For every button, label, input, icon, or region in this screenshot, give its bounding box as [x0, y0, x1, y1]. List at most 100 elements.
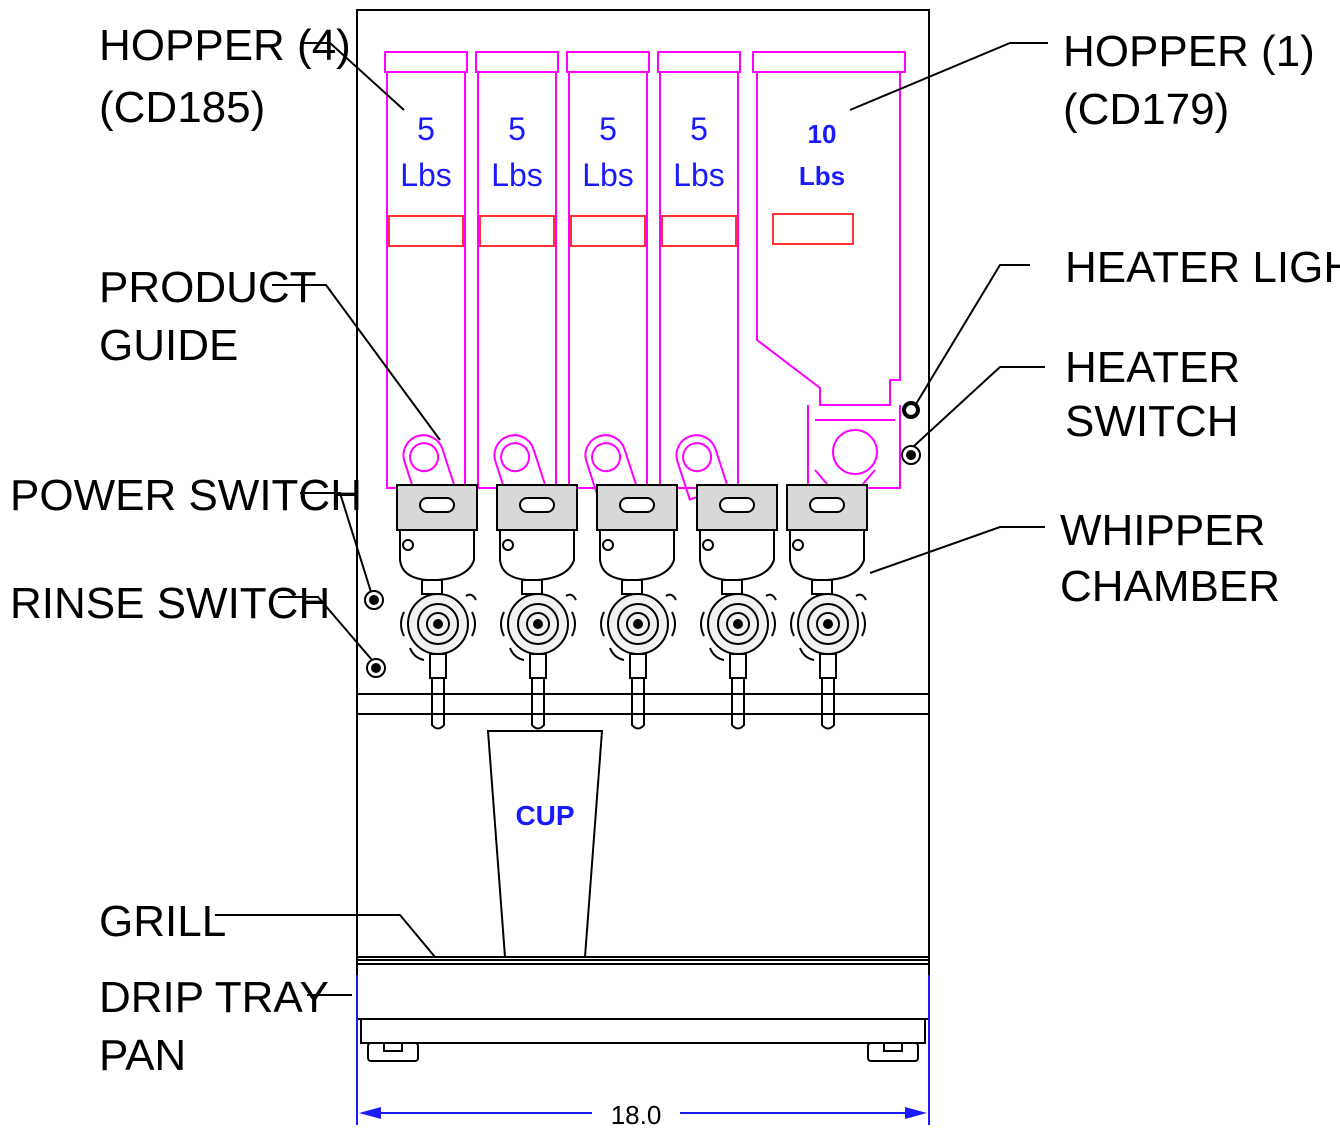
dispense-spout — [731, 678, 745, 730]
product-guide-hole — [682, 442, 713, 473]
mounting-clips — [600, 593, 677, 661]
chamber-neck — [621, 579, 643, 595]
dispense-spout — [531, 678, 545, 730]
product-guide[interactable] — [580, 430, 639, 501]
whipper-assembly-1 — [396, 484, 478, 730]
whipper-hub — [626, 612, 650, 636]
cup-label: CUP — [515, 800, 574, 831]
hopper-capacity: 10 — [808, 119, 837, 149]
hopper-capacity: 5 — [690, 111, 708, 147]
bowl-slot — [719, 497, 755, 513]
hopper-unit: Lbs — [582, 157, 634, 193]
whipper-assembly-3 — [596, 484, 678, 730]
leader-heater-light — [915, 264, 1030, 405]
dimension-18 — [356, 975, 930, 1125]
whipper-center — [823, 619, 833, 629]
chamber-neck — [521, 579, 543, 595]
product-guide-body — [493, 434, 548, 501]
label-hopper4-line2: (CD185) — [99, 83, 265, 132]
whipper-center — [733, 619, 743, 629]
whipper-chamber — [599, 529, 675, 581]
hopper-capacity: 5 — [599, 111, 617, 147]
whipper-assembly-5 — [786, 484, 868, 730]
leader-hopper4 — [300, 42, 405, 111]
drip-tray — [356, 956, 930, 1062]
heater-switch[interactable] — [901, 445, 921, 465]
spout-upper — [819, 653, 837, 679]
label-heater-switch-line1: HEATER — [1065, 343, 1240, 392]
hopper-window — [388, 215, 464, 247]
label-product-guide-line1: PRODUCT — [99, 263, 317, 312]
cabinet-lower — [356, 693, 930, 965]
whipper-center — [433, 619, 443, 629]
whipper-hub — [526, 612, 550, 636]
dispense-spout — [631, 678, 645, 730]
leader-whipper-chamber — [869, 526, 1045, 574]
chamber-port — [502, 539, 514, 551]
drip-tray-pan — [356, 956, 930, 1020]
leader-heater-switch — [913, 366, 1045, 447]
product-guide[interactable] — [671, 430, 730, 501]
dispense-spout — [821, 678, 835, 730]
leader-hopper1 — [849, 42, 1048, 111]
whipper-chamber — [789, 529, 865, 581]
whipper-center — [633, 619, 643, 629]
whipper-hub — [726, 612, 750, 636]
label-hopper4-line1: HOPPER (4) — [99, 21, 351, 70]
label-hopper1-line2: (CD179) — [1063, 85, 1229, 134]
label-whipper-chamber-line1: WHIPPER — [1060, 506, 1265, 555]
hopper-unit: Lbs — [799, 161, 845, 191]
label-grill: GRILL — [99, 897, 226, 946]
spout-upper — [529, 653, 547, 679]
label-product-guide-line2: GUIDE — [99, 321, 238, 370]
hopper-unit: Lbs — [673, 157, 725, 193]
hopper-body — [756, 72, 901, 406]
hopper-lid — [566, 51, 650, 73]
chamber-port — [602, 539, 614, 551]
product-guide-hole — [591, 442, 622, 473]
drip-tray-base — [360, 1018, 926, 1044]
label-heater-switch-line2: SWITCH — [1065, 397, 1239, 446]
hopper-capacity: 5 — [417, 111, 435, 147]
bowl-slot — [419, 497, 455, 513]
product-guide[interactable] — [398, 430, 457, 501]
foot-left-stem — [383, 1042, 403, 1052]
product-guide-body — [402, 434, 457, 501]
label-whipper-chamber-line2: CHAMBER — [1060, 562, 1280, 611]
power-switch[interactable] — [366, 658, 386, 678]
chamber-port — [402, 539, 414, 551]
spout-upper — [429, 653, 447, 679]
product-guide-body — [675, 434, 730, 501]
bowl-slot — [519, 497, 555, 513]
label-heater-light: HEATER LIGHT — [1065, 243, 1340, 292]
whipper-chamber — [699, 529, 775, 581]
bowl-slot — [619, 497, 655, 513]
label-drip-tray-line1: DRIP TRAY — [99, 973, 329, 1022]
whipper-assembly-4 — [696, 484, 778, 730]
leader-grill — [215, 914, 436, 958]
product-guide-hole — [409, 442, 440, 473]
product-guide-body — [584, 434, 639, 501]
leader-power-switch — [300, 492, 372, 593]
whipper-rotor — [617, 603, 659, 645]
whipper-hub — [426, 612, 450, 636]
product-guide-hole — [500, 442, 531, 473]
hopper-lid — [657, 51, 741, 73]
label-power-switch: POWER SWITCH — [10, 471, 362, 520]
rinse-switch[interactable] — [364, 590, 384, 610]
hopper-lid — [752, 51, 906, 73]
foot-right-stem — [883, 1042, 903, 1052]
whipper-rotor — [517, 603, 559, 645]
hopper-lid — [384, 51, 468, 73]
chamber-port — [792, 539, 804, 551]
product-guide[interactable] — [489, 430, 548, 501]
mounting-clips — [790, 593, 867, 661]
label-hopper1-line1: HOPPER (1) — [1063, 27, 1315, 76]
chamber-neck — [811, 579, 833, 595]
chamber-port — [702, 539, 714, 551]
